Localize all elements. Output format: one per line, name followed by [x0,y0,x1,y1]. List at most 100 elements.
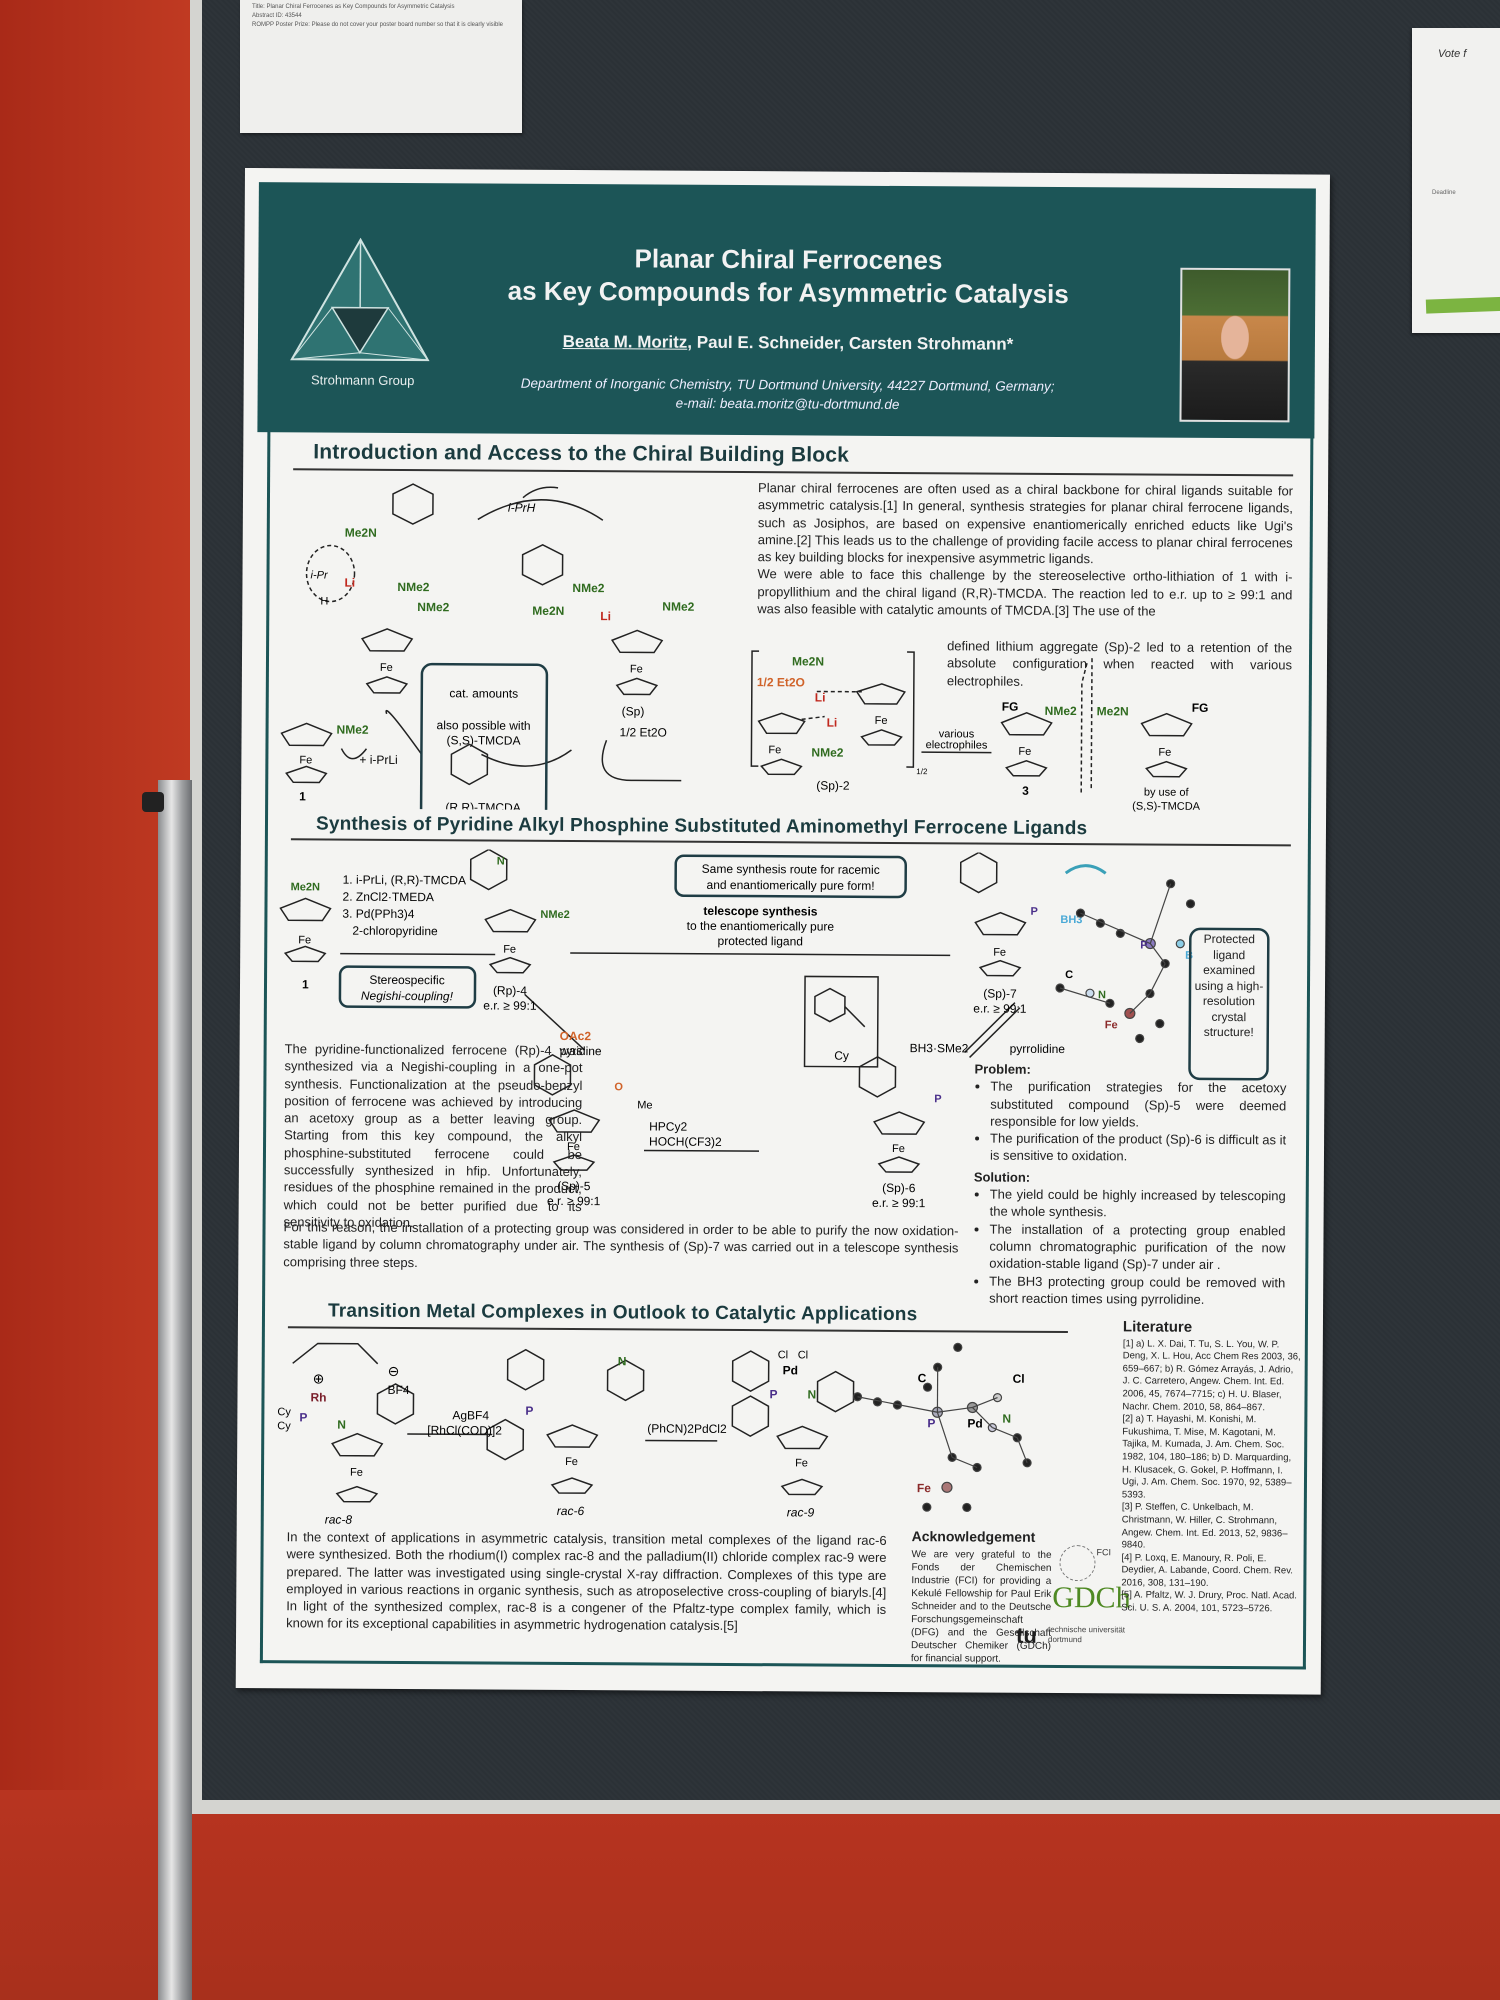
cat-amounts: cat. amounts [449,686,518,700]
compound-1-label: 1 [299,789,306,803]
step-3: 3. Pd(PPh3)4 [342,907,414,921]
ether-label: 1/2 Et2O [620,725,667,739]
negishi-line-2: Negishi-coupling! [361,989,454,1004]
n-label: N [807,1387,816,1401]
fg-label: FG [1002,700,1019,714]
nme2-label: NMe2 [337,723,369,737]
step-1: 1. i-PrLi, (R,R)-TMCDA [343,873,466,888]
problem-solution: Problem: The purification strategies for… [973,1060,1287,1308]
telescope-line-1: telescope synthesis [703,904,817,919]
h-label: H [320,595,328,607]
first-author: Beata M. Moritz [562,331,688,352]
fe-label: Fe [298,934,311,946]
nme2-label: NMe2 [572,581,604,595]
crystal-text: resolution [1202,993,1255,1009]
negishi-line-1: Stereospecific [369,973,444,987]
stand-knob [142,792,164,812]
reference: [3] P. Steffen, C. Unkelbach, M. Christm… [1121,1501,1288,1551]
rac8-label: rac-8 [325,1513,353,1527]
deprotection-reagent: pyrrolidine [1010,1042,1066,1056]
crystal-text: examined [1203,962,1256,978]
fe-label: Fe [1018,746,1031,758]
cl-label: Cl [798,1349,808,1361]
metal-stand [158,780,192,2000]
rr-tmcda: (R,R)-TMCDA [445,800,520,811]
deadline-text: Deadline [1432,190,1456,196]
rhcl-cod-label: [RhCl(COD)]2 [427,1423,502,1437]
reference: [4] P. Loxq, E. Manoury, R. Poli, E. Dey… [1121,1552,1293,1589]
vote-text: Vote f [1438,48,1467,60]
red-wall-bottom [0,1790,1500,2000]
fe-label: Fe [795,1457,808,1469]
solution-item: The yield could be highly increased by t… [990,1186,1286,1222]
literature: Literature [1] a) L. X. Dai, T. Tu, S. L… [1121,1318,1303,1616]
crystal-text: crystal [1211,1009,1247,1024]
green-stripe [1425,296,1500,314]
p-label: P [299,1410,307,1424]
fg-label: FG [1192,701,1209,715]
crystal-pd: Pd [967,1416,982,1430]
tu-logo: tu [1015,1622,1037,1648]
intro-text-1: Planar chiral ferrocenes are often used … [757,480,1294,567]
aggregate-label: (Sp)-2 [816,779,850,793]
p-label: P [525,1404,533,1418]
tu-label: technische universität dortmund [1048,1625,1125,1645]
poster: Strohmann Group Planar Chiral Ferrocenes… [235,168,1330,1695]
electrophiles-2: electrophiles [926,739,988,751]
title-line-2: as Key Compounds for Asymmetric Catalysi… [507,275,1069,310]
reference: [1] a) L. X. Dai, T. Tu, S. L. You, W. P… [1122,1337,1301,1413]
agbf4-label: AgBF4 [452,1408,489,1422]
fe-label: Fe [1158,747,1171,759]
cy-label: Cy [834,1049,849,1063]
step-3-reagent: 2-chloropyridine [352,924,438,939]
crystal-fe: Fe [917,1481,931,1495]
acetylation-reagent: OAc2 [560,1029,592,1043]
gdch-logo: GDCh [1052,1580,1131,1615]
fe-label: Fe [993,947,1006,959]
fe-label: Fe [567,1141,580,1153]
bf4-label: BF4 [387,1383,409,1397]
cl-label: Cl [778,1349,788,1361]
right-note-sheet: Vote f Deadline [1412,28,1500,333]
step-2: 2. ZnCl2·TMEDA [343,890,434,905]
reference: [2] a) T. Hayashi, M. Konishi, M. Fukush… [1121,1413,1292,1501]
intro-paragraph: Planar chiral ferrocenes are often used … [757,479,1293,621]
crystal-p: P [927,1416,935,1430]
poster-header: Strohmann Group Planar Chiral Ferrocenes… [257,182,1316,439]
acknowledgement-title: Acknowledgement [911,1528,1036,1545]
svg-text:N: N [497,856,505,868]
telescope-line-3: protected ligand [718,934,803,949]
byproduct-label: i-PrH [508,501,536,515]
crystal-text: ligand [1213,947,1246,962]
p-label: P [1030,906,1037,918]
problem-item: The purification strategies for the acet… [990,1078,1286,1132]
li-label: Li [600,609,611,623]
co-authors: , Paul E. Schneider, Carsten Strohmann* [687,332,1014,354]
rac9-label: rac-9 [787,1505,815,1519]
p-label: P [769,1387,777,1401]
fe-label: Fe [768,744,781,756]
cy-label: Cy [277,1420,291,1432]
compound-1-label: 1 [302,977,309,991]
me2n-label: Me2N [291,881,320,893]
reference: [5] A. Pfaltz, W. J. Drury, Proc. Natl. … [1121,1589,1297,1615]
nme2-label: NMe2 [417,600,449,614]
negishi-box [338,965,477,1009]
sp-label: (Sp) [622,704,645,718]
crystal-box [1188,927,1270,1081]
complexes-paragraph: In the context of applications in asymme… [286,1529,887,1634]
phosphination-solvent: HOCH(CF3)2 [649,1134,722,1148]
aggregate-sub: 1/2 [916,767,928,776]
fci-label: FCI [1096,1547,1112,1558]
strohmann-group-logo [290,237,430,362]
rh-label: Rh [310,1390,326,1404]
fe-label: Fe [380,662,393,674]
crystal-text: structure! [1203,1024,1254,1040]
note-instruction: ROMPP Poster Prize: Please do not cover … [252,22,504,28]
cy-label: Cy [277,1406,291,1418]
note-abstract-id: Abstract ID: 43544 [252,13,302,19]
compound-5-label: (Sp)-5 [557,1179,591,1193]
compound-4-label: (Rp)-4 [493,984,527,998]
me2n-label: Me2N [532,604,564,618]
synthesis-paragraph-wide: For this reason, the installation of a p… [283,1219,959,1270]
